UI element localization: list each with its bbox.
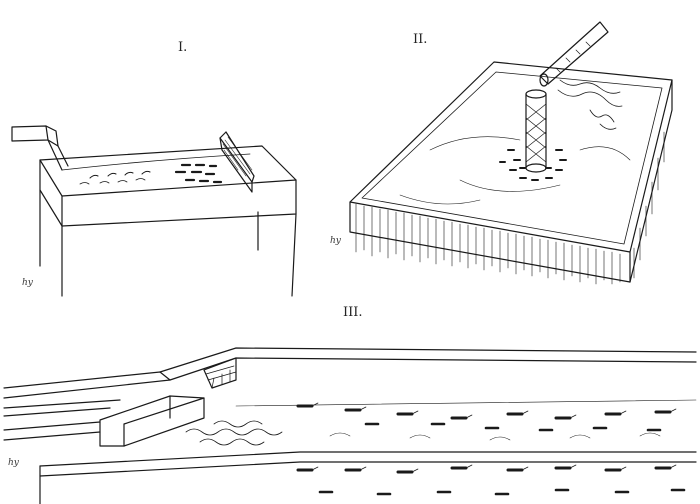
signature-panel-2: hy bbox=[330, 236, 341, 246]
panel-label-1: I. bbox=[178, 40, 188, 55]
panel-label-3: III. bbox=[343, 305, 363, 320]
signature-panel-3: hy bbox=[8, 458, 19, 468]
signature-panel-1: hy bbox=[22, 278, 33, 288]
panel-label-2: II. bbox=[413, 32, 428, 47]
